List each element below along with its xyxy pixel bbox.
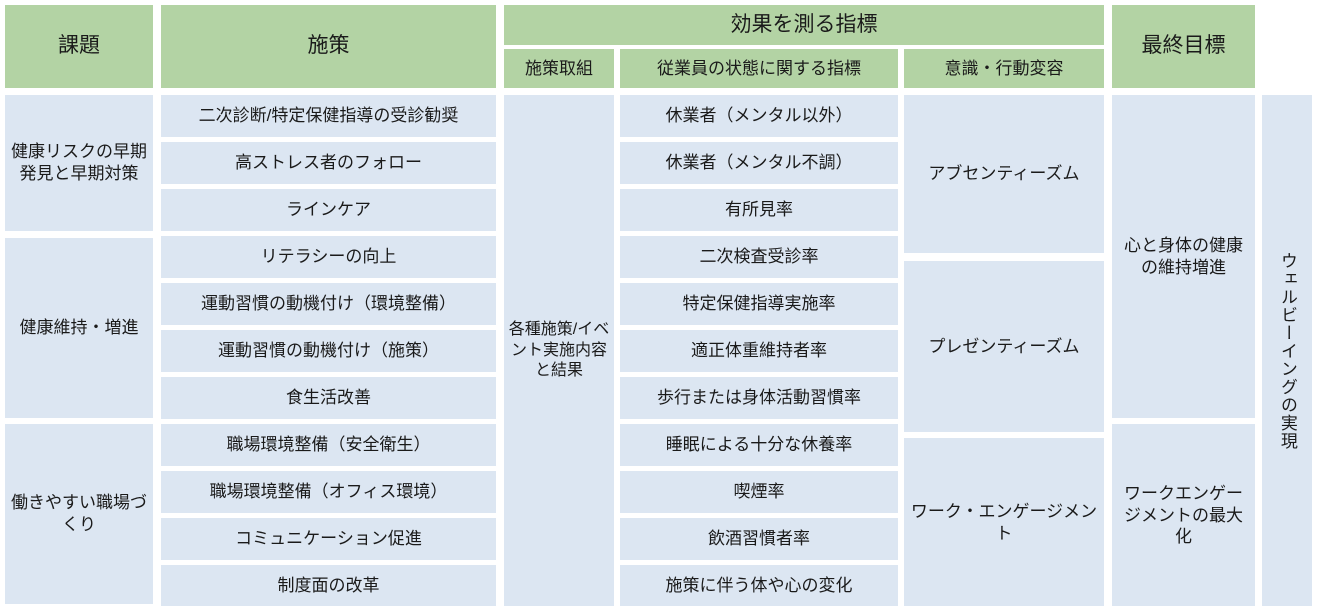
employee-indicator-label: 施策に伴う体や心の変化 [665,576,853,596]
measure-row: 食生活改善 [161,377,496,419]
behavior-change-label: ワーク・エンゲージメント [910,501,1098,543]
employee-indicator-row: 飲酒習慣者率 [620,518,898,560]
final-goal-label: ワークエンゲージメントの最大化 [1124,483,1243,547]
employee-indicator-label: 飲酒習慣者率 [708,529,810,549]
header-effect-sub-measure-action-label: 施策取組 [525,58,593,78]
measure-row: 運動習慣の動機付け（施策） [161,330,496,372]
issue-label: 健康リスクの早期発見と早期対策 [11,142,147,183]
header-final-goal: 最終目標 [1112,5,1255,88]
measure-row: リテラシーの向上 [161,236,496,278]
header-issue: 課題 [5,5,153,88]
measure-row: ラインケア [161,189,496,231]
employee-indicator-label: 適正体重維持者率 [691,341,827,361]
header-issue-label: 課題 [58,34,100,58]
header-measure: 施策 [161,5,496,88]
measure-label: リテラシーの向上 [260,247,397,267]
employee-indicator-row: 休業者（メンタル不調） [620,142,898,184]
measure-label: 二次診断/特定保健指導の受診勧奨 [198,106,459,126]
measure-label: 運動習慣の動機付け（施策） [218,341,439,361]
issue-cell: 働きやすい職場づくり [5,424,153,604]
measure-action-cell: 各種施策/イベント実施内容と結果 [504,95,614,606]
behavior-change-label: アブセンティーズム [928,164,1080,184]
employee-indicator-label: 二次検査受診率 [699,247,819,267]
employee-indicator-label: 睡眠による十分な休養率 [665,435,853,455]
measure-row: 職場環境整備（安全衛生） [161,424,496,466]
behavior-change-label: プレゼンティーズム [928,336,1080,356]
header-effect-group: 効果を測る指標 [504,5,1104,45]
measure-label: 職場環境整備（オフィス環境） [209,482,448,502]
employee-indicator-row: 適正体重維持者率 [620,330,898,372]
measure-label: ラインケア [286,200,371,220]
behavior-change-cell: プレゼンティーズム [904,261,1104,432]
measure-row: コミュニケーション促進 [161,518,496,560]
overall-goal-label: ウェルビーイングの実現 [1277,252,1297,450]
measure-action-label: 各種施策/イベント実施内容と結果 [508,321,610,380]
behavior-change-cell: ワーク・エンゲージメント [904,438,1104,606]
issue-cell: 健康維持・増進 [5,238,153,418]
measure-label: コミュニケーション促進 [235,529,422,549]
employee-indicator-row: 喫煙率 [620,471,898,513]
employee-indicator-row: 睡眠による十分な休養率 [620,424,898,466]
header-final-goal-label: 最終目標 [1141,34,1226,58]
measure-row: 運動習慣の動機付け（環境整備） [161,283,496,325]
header-effect-sub-behavior-change: 意識・行動変容 [904,49,1104,88]
final-goal-cell: 心と身体の健康の維持増進 [1112,95,1255,418]
header-measure-label: 施策 [307,34,350,58]
issue-cell: 健康リスクの早期発見と早期対策 [5,95,153,231]
measure-row: 制度面の改革 [161,565,496,606]
employee-indicator-row: 特定保健指導実施率 [620,283,898,325]
behavior-change-cell: アブセンティーズム [904,95,1104,253]
header-effect-sub-employee-indicator: 従業員の状態に関する指標 [620,49,898,88]
header-effect-sub-measure-action: 施策取組 [504,49,614,88]
employee-indicator-label: 特定保健指導実施率 [682,294,836,314]
issue-label: 健康維持・増進 [19,318,139,338]
measure-row: 高ストレス者のフォロー [161,142,496,184]
header-effect-group-label: 効果を測る指標 [730,12,878,36]
measure-label: 職場環境整備（安全衛生） [226,435,431,455]
employee-indicator-row: 歩行または身体活動習慣率 [620,377,898,419]
employee-indicator-row: 二次検査受診率 [620,236,898,278]
employee-indicator-label: 休業者（メンタル以外） [665,106,853,126]
header-effect-sub-employee-indicator-label: 従業員の状態に関する指標 [657,58,861,78]
measure-label: 食生活改善 [286,388,371,408]
measure-label: 高ストレス者のフォロー [235,153,422,173]
header-effect-sub-behavior-change-label: 意識・行動変容 [944,58,1064,78]
measure-label: 運動習慣の動機付け（環境整備） [201,294,456,314]
measure-row: 二次診断/特定保健指導の受診勧奨 [161,95,496,137]
employee-indicator-row: 施策に伴う体や心の変化 [620,565,898,606]
issue-label: 働きやすい職場づくり [11,493,147,534]
employee-indicator-row: 有所見率 [620,189,898,231]
final-goal-label: 心と身体の健康の維持増進 [1124,235,1243,277]
employee-indicator-label: 喫煙率 [733,482,785,502]
final-goal-cell: ワークエンゲージメントの最大化 [1112,424,1255,606]
measure-row: 職場環境整備（オフィス環境） [161,471,496,513]
employee-indicator-label: 休業者（メンタル不調） [665,153,853,173]
measure-label: 制度面の改革 [277,576,380,596]
employee-indicator-label: 有所見率 [725,200,793,220]
employee-indicator-row: 休業者（メンタル以外） [620,95,898,137]
overall-goal-cell: ウェルビーイングの実現 [1262,95,1312,606]
employee-indicator-label: 歩行または身体活動習慣率 [657,388,861,408]
